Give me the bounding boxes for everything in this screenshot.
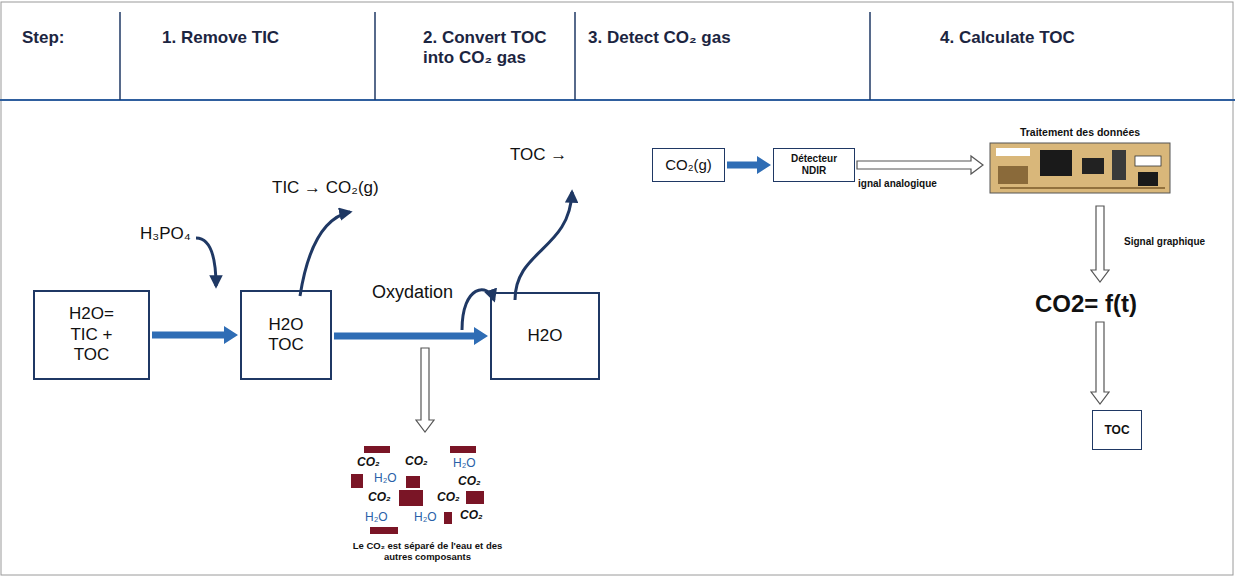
block — [406, 476, 420, 488]
flow-arrow — [152, 326, 238, 344]
molecule-label: H₂O — [414, 510, 437, 524]
node-text: Traitement des données — [1020, 126, 1140, 139]
flow-arrow — [334, 327, 488, 345]
curved-arrow — [196, 238, 216, 286]
curved-arrow — [515, 192, 572, 300]
board-label — [996, 148, 1030, 156]
gas-box: CO₂(g) — [652, 148, 725, 182]
node-text: TOC — [1104, 423, 1129, 437]
step-header: 3. Detect CO₂ gas — [588, 28, 731, 48]
board — [990, 143, 1170, 193]
data-processing-board: Traitement des données — [985, 126, 1175, 200]
block — [370, 527, 398, 534]
molecule-label: CO₂ — [437, 490, 460, 504]
node-text: Détecteur NDIR — [784, 153, 844, 177]
molecule-label: CO₂ — [458, 474, 481, 488]
illustration-caption: Le CO₂ est séparé de l'eau et des autres… — [340, 540, 515, 563]
column-separator — [119, 12, 121, 100]
node-text: H2O TOC — [261, 315, 311, 356]
curved-arrow — [300, 212, 350, 296]
reaction-label: TOC → — [510, 145, 567, 165]
chip — [1082, 158, 1104, 174]
board-trace — [1000, 187, 1165, 189]
hollow-arrow — [416, 348, 434, 432]
block — [399, 490, 423, 506]
chip — [1138, 172, 1158, 186]
reagent-label: H₃PO₄ — [140, 224, 191, 244]
step-header: 1. Remove TIC — [162, 28, 279, 48]
molecule-label: H₂O — [374, 471, 397, 485]
circuit-board-picture — [990, 143, 1170, 193]
molecule-label: H₂O — [453, 456, 476, 470]
process-box: H2O= TIC + TOC — [33, 290, 150, 380]
block — [450, 446, 476, 453]
molecule-label: CO₂ — [368, 490, 391, 504]
step-header: 2. Convert TOC into CO₂ gas — [423, 28, 573, 69]
edge-label: Oxydation — [372, 282, 453, 304]
block — [351, 474, 363, 488]
molecule-blocks — [351, 446, 484, 534]
block — [444, 512, 452, 524]
hollow-arrow — [1091, 322, 1109, 404]
detector-box: Détecteur NDIR — [773, 148, 855, 182]
board-label — [1135, 156, 1161, 166]
reaction-label: TIC → CO₂(g) — [272, 178, 379, 198]
molecule-label: CO₂ — [405, 454, 428, 468]
edge-label: ignal analogique — [858, 178, 937, 190]
hollow-arrow — [1091, 206, 1109, 282]
process-box: H2O — [490, 292, 600, 380]
signal-label: Signal graphique — [1124, 236, 1205, 248]
flow-arrow — [727, 156, 771, 174]
node-text: H2O= TIC + TOC — [54, 304, 130, 365]
step-header: 4. Calculate TOC — [940, 28, 1075, 48]
header-rule — [0, 99, 1235, 101]
column-separator — [574, 12, 576, 100]
column-separator — [374, 12, 376, 100]
result-box: TOC — [1092, 410, 1142, 450]
node-text: CO₂(g) — [665, 156, 712, 174]
function-label: CO2= f(t) — [1035, 290, 1137, 319]
molecule-label: CO₂ — [357, 455, 380, 469]
step-header: Step: — [22, 28, 65, 48]
column-separator — [869, 12, 871, 100]
molecule-label: CO₂ — [460, 508, 483, 522]
molecule-label: H₂O — [365, 510, 388, 524]
chip — [1040, 150, 1072, 176]
block — [466, 491, 484, 504]
node-text: H2O — [528, 326, 563, 346]
process-box: H2O TOC — [240, 290, 332, 380]
hollow-arrow — [857, 156, 983, 174]
block — [364, 446, 390, 453]
chip — [1112, 150, 1126, 180]
component — [998, 166, 1028, 184]
